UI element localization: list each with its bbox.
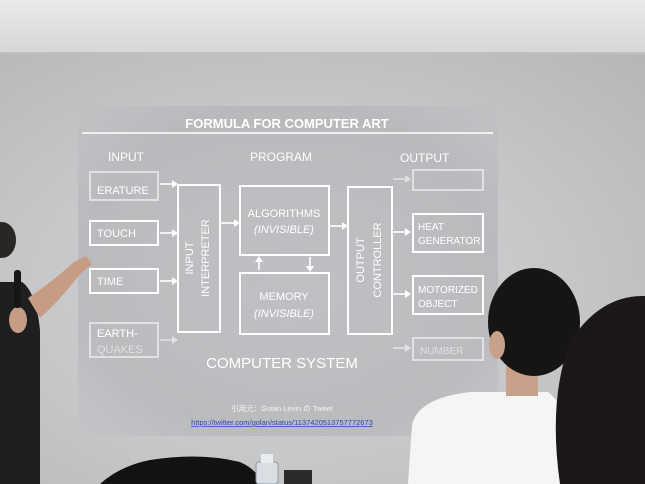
svg-text:NUMBER: NUMBER <box>420 346 463 357</box>
svg-text:MOTORIZED: MOTORIZED <box>418 285 478 296</box>
output-motorized-object-box: MOTORIZED OBJECT <box>413 276 483 314</box>
input-interpreter-box: INPUT INTERPRETER <box>178 185 220 332</box>
memory-arrows <box>255 256 314 272</box>
svg-text:OBJECT: OBJECT <box>418 299 457 310</box>
svg-text:(INVISIBLE): (INVISIBLE) <box>254 224 314 236</box>
computer-system-label: COMPUTER SYSTEM <box>206 355 358 372</box>
tweet-link: https://twitter.com/golan/status/1137420… <box>191 418 373 427</box>
input-time-box: TIME <box>90 269 158 293</box>
microphone-icon <box>14 270 21 308</box>
svg-text:INPUT: INPUT <box>184 241 196 274</box>
svg-text:QUAKES: QUAKES <box>97 344 143 356</box>
output-number-box: NUMBER <box>413 338 483 360</box>
credit-text: 引用元：Golan Levin の Tweet <box>231 404 334 413</box>
output-controller-box: OUTPUT CONTROLLER <box>348 187 392 334</box>
input-arrows <box>160 180 178 344</box>
svg-text:TOUCH: TOUCH <box>97 228 136 240</box>
svg-text:TIME: TIME <box>97 276 123 288</box>
program-header: PROGRAM <box>250 150 312 164</box>
input-header: INPUT <box>108 150 145 164</box>
input-touch-box: TOUCH <box>90 221 158 245</box>
svg-text:HEAT: HEAT <box>418 222 444 233</box>
water-bottle-icon <box>256 462 278 484</box>
svg-text:MEMORY: MEMORY <box>259 291 309 303</box>
presenter-silhouette <box>0 222 92 484</box>
svg-text:ERATURE: ERATURE <box>97 185 149 197</box>
output-header: OUTPUT <box>400 151 450 165</box>
input-earthquakes-box: EARTH- QUAKES <box>90 323 158 357</box>
black-bag-icon <box>100 456 262 484</box>
svg-text:ALGORITHMS: ALGORITHMS <box>248 208 321 220</box>
svg-text:CONTROLLER: CONTROLLER <box>372 222 384 297</box>
svg-text:EARTH-: EARTH- <box>97 328 138 340</box>
output-arrows <box>393 175 411 352</box>
table-items <box>100 454 312 484</box>
svg-text:INTERPRETER: INTERPRETER <box>200 219 212 297</box>
algorithms-box: ALGORITHMS (INVISIBLE) <box>240 186 329 255</box>
output-top-box <box>413 170 483 190</box>
svg-text:(INVISIBLE): (INVISIBLE) <box>254 308 314 320</box>
memory-box: MEMORY (INVISIBLE) <box>240 273 329 334</box>
cup-icon <box>284 470 312 484</box>
svg-text:OUTPUT: OUTPUT <box>355 237 367 283</box>
svg-text:GENERATOR: GENERATOR <box>418 236 480 247</box>
slide-title: FORMULA FOR COMPUTER ART <box>185 116 388 131</box>
output-heat-generator-box: HEAT GENERATOR <box>413 214 483 252</box>
input-temperature-box: ERATURE <box>90 172 158 200</box>
